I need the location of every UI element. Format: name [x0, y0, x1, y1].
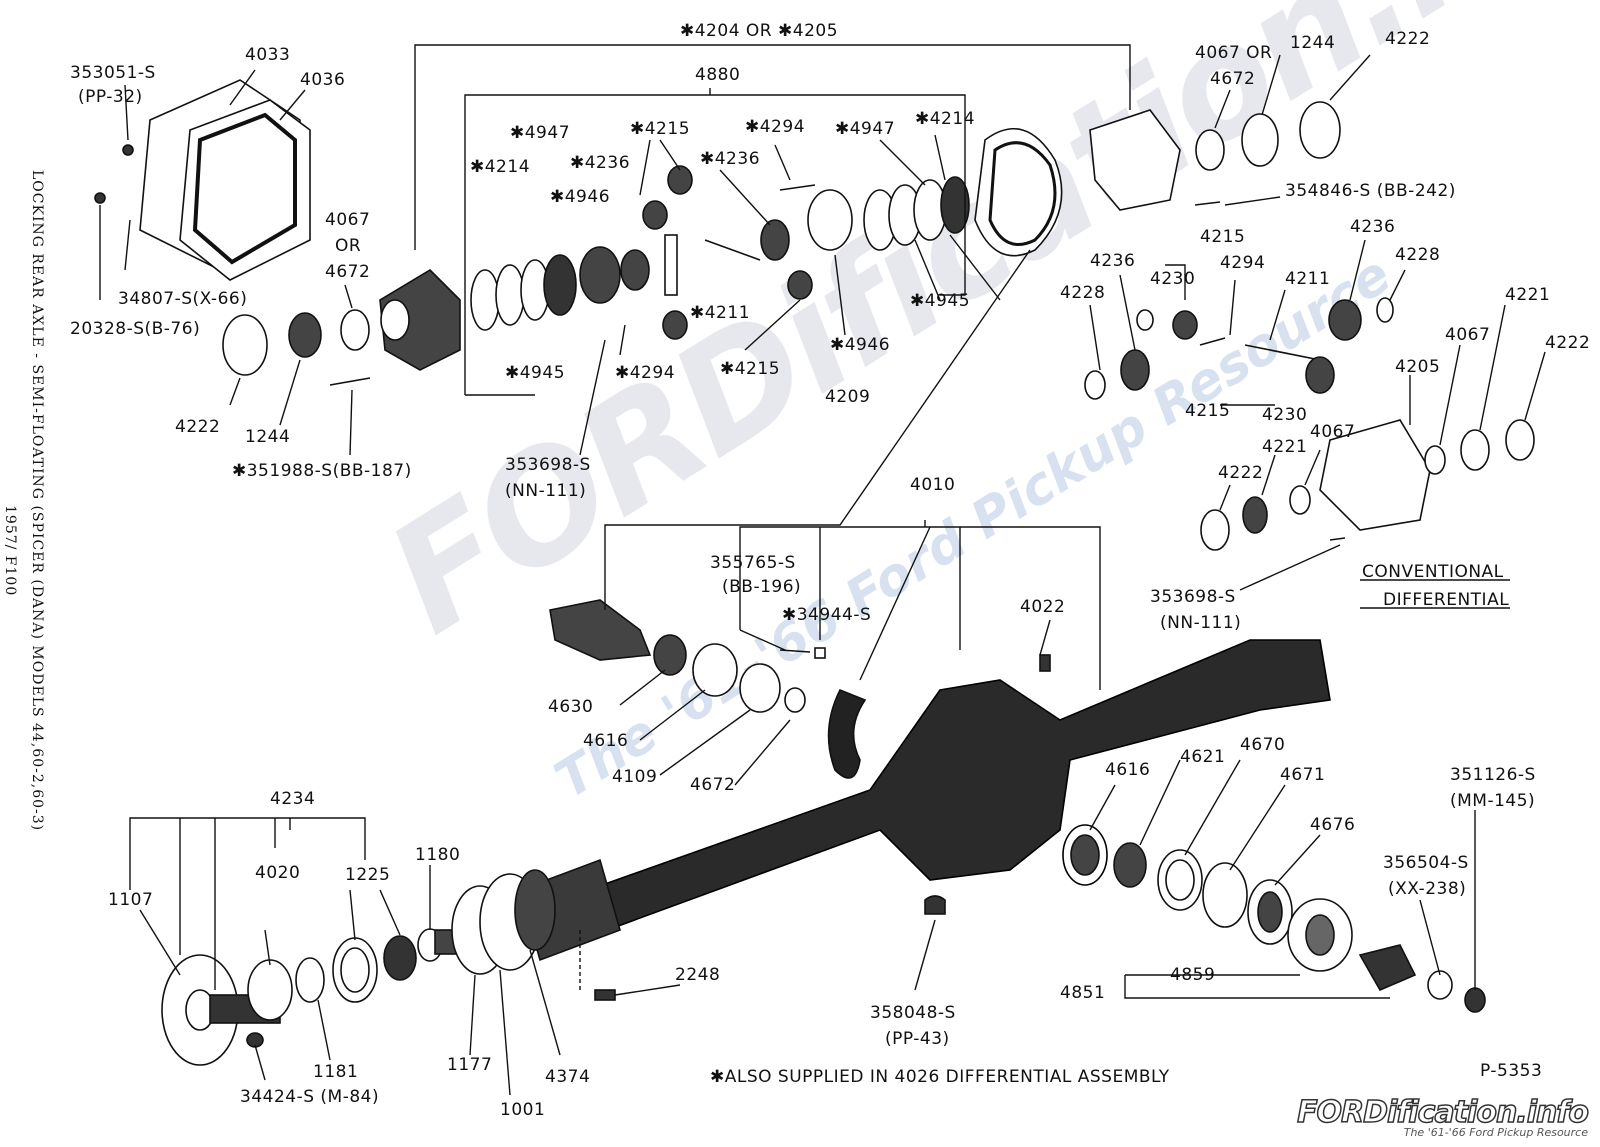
- label-4204-or-4205: ✱4204 OR ✱4205: [680, 21, 838, 41]
- label-4945-b: ✱4945: [910, 291, 970, 311]
- label-4222-left: 4222: [175, 417, 220, 437]
- label-4880: 4880: [695, 65, 740, 85]
- label-4222-top: 4222: [1385, 29, 1430, 49]
- label-1225: 1225: [345, 865, 390, 885]
- label-4236-a: ✱4236: [570, 153, 630, 173]
- axle-housing: [558, 639, 1331, 941]
- label-4209: 4209: [825, 387, 870, 407]
- label-4946-b: ✱4946: [830, 335, 890, 355]
- label-4067-b: 4067: [1310, 422, 1355, 442]
- label-1107: 1107: [108, 890, 153, 910]
- part-number-label: P-5353: [1480, 1061, 1542, 1081]
- label-351988-s: ✱351988-S(BB-187): [232, 461, 412, 481]
- fordification-logo: FORDification.info The '61-'66 Ford Pick…: [1296, 1094, 1589, 1139]
- label-353051-s: 353051-S: [70, 63, 156, 83]
- label-1244-left: 1244: [245, 427, 290, 447]
- label-4222-b: 4222: [1218, 463, 1263, 483]
- label-4859: 4859: [1170, 965, 1215, 985]
- label-2248: 2248: [675, 965, 720, 985]
- label-pp-43: (PP-43): [885, 1029, 950, 1049]
- label-4630: 4630: [548, 697, 593, 717]
- label-351126-s: 351126-S: [1450, 765, 1536, 785]
- label-4205: 4205: [1395, 357, 1440, 377]
- label-4214-b: ✱4214: [915, 109, 975, 129]
- label-nn-111-b: (NN-111): [1160, 613, 1241, 633]
- label-354846-s: 354846-S (BB-242): [1285, 181, 1456, 201]
- label-353698-s-b: 353698-S: [1150, 587, 1236, 607]
- label-4236-d: 4236: [1090, 251, 1135, 271]
- label-4236-c: 4236: [1350, 217, 1395, 237]
- label-4672-mid: 4672: [325, 262, 370, 282]
- label-4067-or: 4067 OR: [1195, 43, 1272, 63]
- label-4230-b: 4230: [1262, 405, 1307, 425]
- label-34944-s: ✱34944-S: [782, 605, 871, 625]
- label-4236-b: ✱4236: [700, 149, 760, 169]
- label-4294-c: 4294: [1220, 253, 1265, 273]
- label-4234: 4234: [270, 789, 315, 809]
- logo-main-text: FORDification.info: [1296, 1094, 1589, 1131]
- label-4211-b: 4211: [1285, 269, 1330, 289]
- label-4621: 4621: [1180, 747, 1225, 767]
- label-1180: 1180: [415, 845, 460, 865]
- label-1244-top: 1244: [1290, 33, 1335, 53]
- label-4947-a: ✱4947: [510, 123, 570, 143]
- label-353698-s-a: 353698-S: [505, 455, 591, 475]
- label-20328-s: 20328-S(B-76): [70, 319, 200, 339]
- label-4947-b: ✱4947: [835, 119, 895, 139]
- label-nn-111-a: (NN-111): [505, 481, 586, 501]
- label-4214-a: ✱4214: [470, 157, 530, 177]
- label-4215-d: 4215: [1185, 401, 1230, 421]
- label-4616-a: 4616: [583, 731, 628, 751]
- label-mm-145: (MM-145): [1450, 791, 1535, 811]
- label-4374: 4374: [545, 1067, 590, 1087]
- label-conventional: CONVENTIONAL: [1362, 562, 1504, 582]
- label-34807-s: 34807-S(X-66): [118, 289, 247, 309]
- label-4033: 4033: [245, 45, 290, 65]
- label-4670: 4670: [1240, 735, 1285, 755]
- label-4036: 4036: [300, 70, 345, 90]
- label-xx-238: (XX-238): [1388, 879, 1466, 899]
- label-4067-mid: 4067: [325, 210, 370, 230]
- label-1181: 1181: [313, 1062, 358, 1082]
- label-bb-196: (BB-196): [722, 577, 801, 597]
- label-1001: 1001: [500, 1100, 545, 1120]
- label-4010: 4010: [910, 475, 955, 495]
- label-differential: DIFFERENTIAL: [1383, 590, 1509, 610]
- label-4215-c: 4215: [1200, 227, 1245, 247]
- label-4228-b: 4228: [1395, 245, 1440, 265]
- label-4676: 4676: [1310, 815, 1355, 835]
- label-4211-a: ✱4211: [690, 303, 750, 323]
- label-4022: 4022: [1020, 597, 1065, 617]
- label-4221-a: 4221: [1505, 285, 1550, 305]
- label-4671: 4671: [1280, 765, 1325, 785]
- label-or-mid: OR: [335, 236, 361, 256]
- label-355765-s: 355765-S: [710, 553, 796, 573]
- label-4020: 4020: [255, 863, 300, 883]
- label-34424-s: 34424-S (M-84): [240, 1087, 379, 1107]
- label-4616-b: 4616: [1105, 760, 1150, 780]
- label-4946-a: ✱4946: [550, 187, 610, 207]
- label-4851: 4851: [1060, 983, 1105, 1003]
- label-4945-a: ✱4945: [505, 363, 565, 383]
- label-4672-b: 4672: [690, 775, 735, 795]
- label-1177: 1177: [447, 1055, 492, 1075]
- label-356504-s: 356504-S: [1383, 853, 1469, 873]
- label-4215-a: ✱4215: [630, 119, 690, 139]
- label-4067-r: 4067: [1445, 325, 1490, 345]
- footnote-text: ✱ALSO SUPPLIED IN 4026 DIFFERENTIAL ASSE…: [710, 1067, 1170, 1087]
- label-4222-r: 4222: [1545, 333, 1590, 353]
- label-4109: 4109: [612, 767, 657, 787]
- label-4221-b: 4221: [1262, 437, 1307, 457]
- label-4672-top: 4672: [1210, 69, 1255, 89]
- label-4294-a: ✱4294: [745, 117, 805, 137]
- logo-sub-text: The '61-'66 Ford Pickup Resource: [1403, 1126, 1588, 1139]
- label-4228-a: 4228: [1060, 283, 1105, 303]
- label-4215-b: ✱4215: [720, 359, 780, 379]
- label-4294-b: ✱4294: [615, 363, 675, 383]
- label-358048-s: 358048-S: [870, 1003, 956, 1023]
- label-4230-a: 4230: [1150, 269, 1195, 289]
- label-pp-32: (PP-32): [78, 87, 143, 107]
